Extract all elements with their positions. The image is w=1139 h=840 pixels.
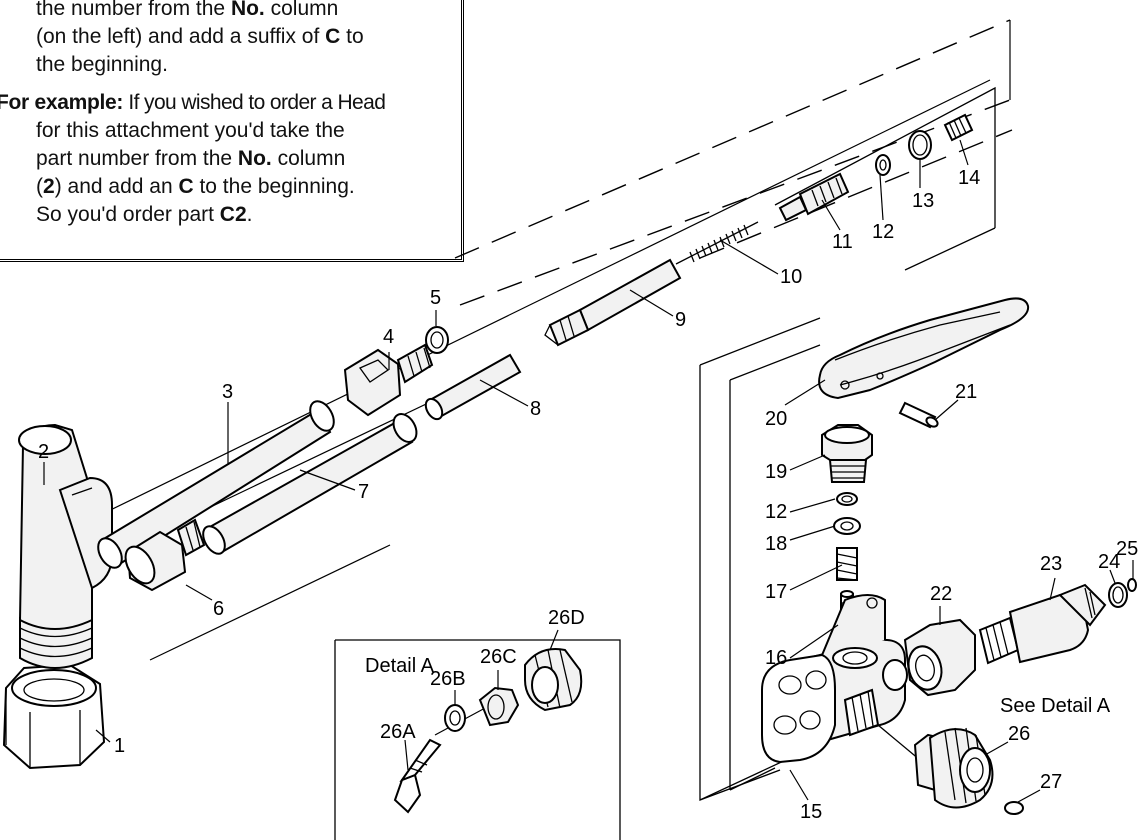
instruction-line-3: the beginning. (36, 53, 168, 76)
label-1: 1 (114, 735, 125, 757)
label-26b: 26B (430, 668, 466, 690)
part-26-knob (877, 724, 994, 809)
label-12-lower: 12 (765, 501, 787, 523)
example-line-3: part number from the No. column (36, 147, 346, 170)
label-2: 2 (38, 441, 49, 463)
label-6: 6 (213, 598, 224, 620)
part-19-nut (821, 424, 873, 483)
label-3: 3 (222, 381, 233, 403)
label-8: 8 (530, 398, 541, 420)
part-10-brush (675, 221, 759, 265)
label-5: 5 (430, 287, 441, 309)
label-7: 7 (358, 481, 369, 503)
label-21: 21 (955, 381, 977, 403)
part-27-cap (1004, 801, 1024, 815)
part-2-head (18, 423, 113, 669)
part-26a-needle (393, 699, 501, 814)
example-line-2: for this attachment you'd take the (36, 119, 345, 142)
label-22: 22 (930, 583, 952, 605)
example-line-1: For example: If you wished to order a He… (0, 91, 386, 114)
part-14-spring (943, 113, 974, 142)
assembly-boundary (454, 19, 1013, 306)
part-12-lower-washer (836, 492, 858, 506)
example-line-5: So you'd order part C2. (36, 203, 253, 226)
label-9: 9 (675, 309, 686, 331)
label-24: 24 (1098, 551, 1120, 573)
part-4-fitting (343, 343, 434, 417)
instruction-line-1: the number from the No. column (36, 0, 339, 20)
label-16: 16 (765, 647, 787, 669)
part-11-tip (778, 172, 850, 222)
part-25-ring (1127, 578, 1137, 592)
leader-lines (43, 139, 1134, 803)
part-24-o-ring (1108, 582, 1128, 608)
part-labels: 1 2 3 4 5 6 7 8 9 10 11 12 13 14 15 16 1… (38, 167, 1138, 823)
label-10: 10 (780, 266, 802, 288)
part-15-valve-body (760, 594, 908, 764)
instruction-line-2: (on the left) and add a suffix of C to (36, 25, 364, 48)
part-8-tube (424, 353, 522, 421)
label-11: 11 (832, 231, 853, 253)
label-26d: 26D (548, 607, 585, 629)
part-21-pin (898, 401, 939, 429)
instruction-box: the number from the No. column (on the l… (0, 0, 464, 262)
label-14: 14 (958, 167, 980, 189)
label-17: 17 (765, 581, 787, 603)
label-27: 27 (1040, 771, 1062, 793)
part-9-rod (544, 258, 682, 347)
label-25: 25 (1116, 538, 1138, 560)
part-18-washer (833, 517, 861, 535)
label-12: 12 (872, 221, 894, 243)
example-line-4: (2) and add an C to the beginning. (36, 175, 355, 198)
part-13-o-ring (908, 130, 932, 160)
part-7-tube (202, 413, 418, 555)
label-26: 26 (1008, 723, 1030, 745)
detail-a-box (334, 639, 621, 840)
detail-a-title: Detail A (365, 655, 435, 677)
part-26d-knob (524, 648, 583, 712)
label-26a: 26A (380, 721, 416, 743)
label-19: 19 (765, 461, 787, 483)
part-5-ring (425, 326, 449, 354)
part-17-spring (836, 547, 858, 581)
part-23-connector (978, 583, 1107, 665)
nozzle-box (774, 86, 996, 271)
label-23: 23 (1040, 553, 1062, 575)
part-20-handle-lever (818, 297, 1030, 400)
part-26c-nut (478, 686, 520, 727)
part-26b-washer (444, 704, 466, 732)
label-4: 4 (383, 326, 394, 348)
part-1-hex-nut (2, 663, 106, 770)
label-13: 13 (912, 190, 934, 212)
part-12-washer (875, 154, 891, 176)
part-6-nut (124, 518, 206, 592)
part-3-tube (97, 400, 335, 569)
label-15: 15 (800, 801, 822, 823)
see-detail-a-label: See Detail A (1000, 695, 1111, 717)
label-20: 20 (765, 408, 787, 430)
label-18: 18 (765, 533, 787, 555)
part-22-hex-nut (903, 618, 976, 697)
label-26c: 26C (480, 646, 517, 668)
